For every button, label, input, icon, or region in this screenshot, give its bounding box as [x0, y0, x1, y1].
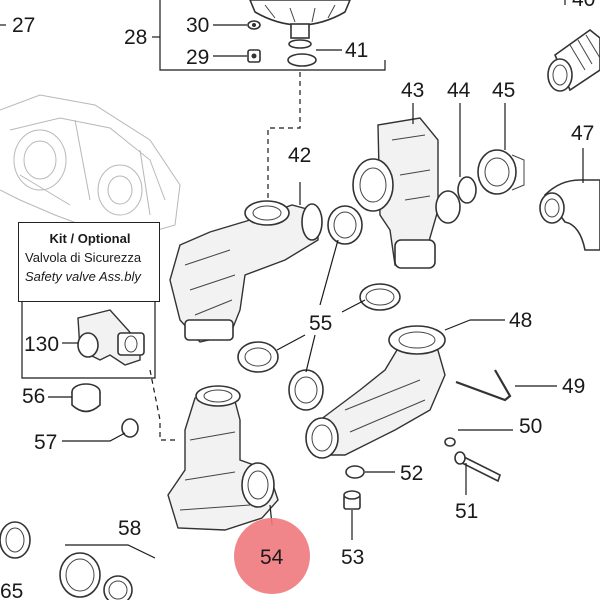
part-42-main-body [169, 200, 323, 343]
kit-box-title: Kit / Optional [49, 231, 131, 246]
callout-30: 30 [186, 14, 209, 37]
part-130-safety-valve [77, 309, 145, 366]
callout-42: 42 [288, 144, 311, 167]
part-55-o-rings [237, 205, 401, 411]
callout-45: 45 [492, 79, 515, 102]
part-50-washer [444, 437, 456, 447]
part-47-elbow [539, 179, 600, 251]
callout-52: 52 [400, 462, 423, 485]
callout-55: 55 [309, 312, 332, 335]
part-56-plug [71, 383, 101, 413]
callout-28: 28 [124, 26, 147, 49]
part-58-rings [59, 552, 133, 600]
leader-28 [159, 0, 386, 71]
part-44-o-ring [457, 176, 477, 204]
kit-optional-box: Kit / Optional Valvola di Sicurezza Safe… [18, 222, 160, 302]
highlight-circle-54 [234, 518, 310, 594]
callout-27: 27 [12, 14, 35, 37]
part-49-u-pin [455, 369, 512, 402]
callout-54: 54 [260, 546, 284, 569]
top-valve-assembly [249, 0, 351, 49]
part-30-nut [247, 20, 261, 30]
part-52-o-ring [345, 465, 365, 479]
part-53-plug [343, 490, 361, 510]
kit-box-line-1: Valvola di Sicurezza [25, 250, 142, 265]
callout-51: 51 [455, 500, 478, 523]
callout-43: 43 [401, 79, 424, 102]
callout-65: 65 [0, 580, 23, 600]
background-pump-body [0, 94, 181, 236]
callout-130: 130 [24, 333, 59, 356]
part-41-o-ring [287, 53, 317, 67]
part-40-pipe-fitting [547, 28, 600, 92]
callout-41: 41 [345, 39, 368, 62]
kit-box-line-2: Safety valve Ass.bly [25, 269, 141, 284]
part-54-lower-body [167, 385, 279, 531]
callout-48: 48 [509, 309, 532, 332]
callout-44: 44 [447, 79, 471, 102]
callout-29: 29 [186, 46, 209, 69]
callout-50: 50 [519, 415, 542, 438]
part-65-ring [0, 521, 31, 559]
callout-47: 47 [571, 122, 594, 145]
part-48-angled-pipe [305, 325, 446, 459]
part-57-o-ring [121, 418, 139, 438]
callout-58: 58 [118, 517, 141, 540]
part-29-hex-nut [247, 49, 261, 63]
part-51-bolt [454, 451, 501, 483]
callout-40: 40 [572, 0, 595, 11]
callout-57: 57 [34, 431, 57, 454]
part-43-tee-fitting [352, 117, 461, 269]
callout-53: 53 [341, 546, 364, 569]
dashed-path-top [267, 72, 301, 200]
callout-49: 49 [562, 375, 585, 398]
part-45-union-nut [477, 149, 525, 195]
callout-56: 56 [22, 385, 45, 408]
